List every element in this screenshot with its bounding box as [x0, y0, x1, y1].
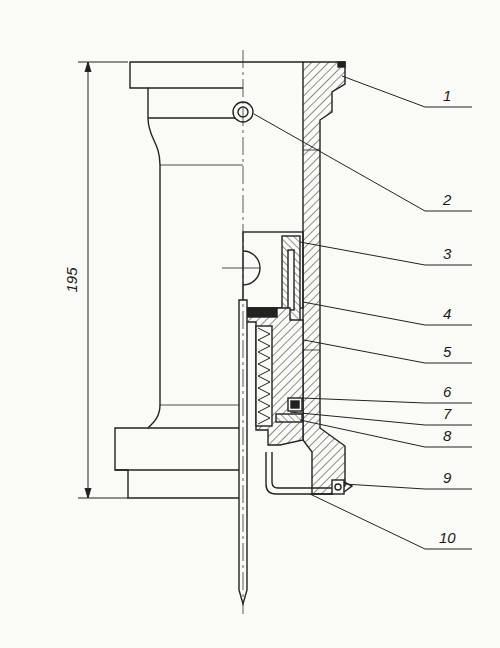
nut-core	[291, 401, 299, 408]
edge-line	[115, 469, 243, 470]
fitting	[344, 482, 352, 492]
callout-number: 8	[443, 428, 451, 444]
callout-number: 10	[439, 530, 456, 546]
dimension-arrow	[85, 488, 91, 498]
tube	[266, 452, 332, 494]
edge-line	[160, 405, 243, 406]
dimension-line	[88, 62, 89, 498]
callout-number: 9	[443, 470, 451, 486]
centerline	[243, 50, 244, 614]
leader-line	[300, 420, 472, 447]
callout-number: 3	[443, 246, 451, 262]
leader-line	[303, 302, 472, 325]
callout-number: 2	[443, 192, 451, 208]
leader-line	[304, 340, 472, 363]
dimension-text: 195	[64, 267, 80, 292]
fitting	[335, 484, 341, 490]
leader-line	[254, 114, 472, 211]
sleeve-groove	[288, 250, 294, 310]
extension-line	[78, 62, 128, 63]
leader-line	[310, 494, 472, 549]
callout-number: 4	[443, 306, 451, 322]
callout-number: 6	[443, 384, 451, 400]
seal-mark	[338, 62, 345, 67]
axis-line	[222, 268, 260, 269]
callout-number: 5	[443, 344, 451, 360]
edge-line	[148, 117, 243, 118]
leader-line	[300, 242, 472, 265]
edge-line	[243, 61, 303, 62]
fitting	[332, 480, 344, 494]
spring	[258, 328, 270, 424]
extension-line	[78, 498, 128, 499]
seal-ring	[243, 308, 277, 317]
edge-line	[148, 87, 243, 88]
piston-section	[243, 308, 303, 445]
leader-line	[342, 76, 472, 107]
washer	[276, 414, 302, 422]
edge-line	[303, 350, 320, 351]
tube	[272, 452, 332, 488]
callout-number: 1	[443, 88, 451, 104]
housing-outline	[115, 62, 243, 498]
dimension-arrow	[85, 62, 91, 72]
spring-pocket	[256, 326, 272, 426]
nut	[288, 398, 302, 411]
edge-line	[148, 427, 243, 428]
leader-line	[344, 484, 472, 489]
housing-section	[303, 62, 345, 494]
callout-number: 7	[443, 406, 451, 422]
edge-line	[160, 165, 243, 166]
